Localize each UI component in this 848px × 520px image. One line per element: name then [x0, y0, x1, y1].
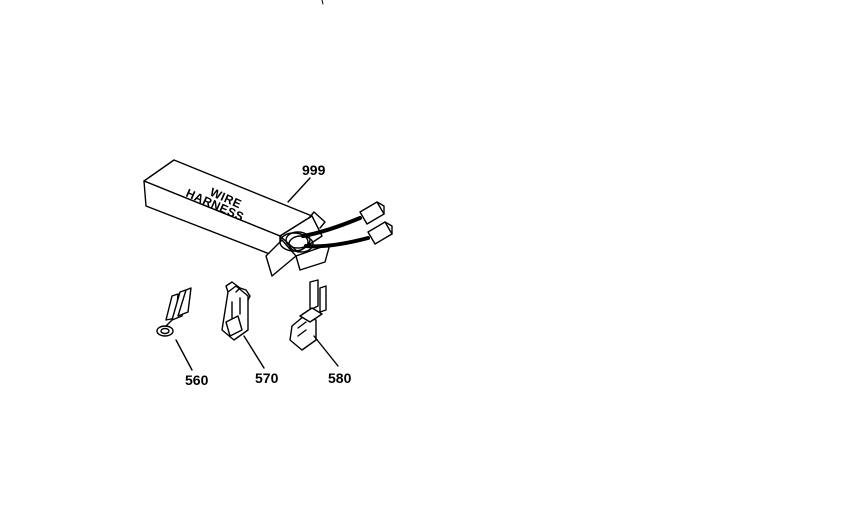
female-terminal-b	[289, 279, 327, 351]
ring-terminal	[156, 287, 192, 337]
lead-connector-upper	[359, 201, 385, 225]
callout-570-leader	[243, 335, 265, 369]
top-tick-mark	[321, 0, 324, 5]
wire-leads	[301, 216, 370, 249]
wire-harness-box: WIRE HARNESS	[143, 159, 331, 277]
callout-560-leader	[175, 339, 193, 371]
lead-connector-lower	[367, 221, 393, 245]
callout-999-leader	[287, 177, 311, 203]
callout-570-label: 570	[255, 370, 279, 386]
callout-560-label: 560	[185, 372, 209, 388]
callout-580-label: 580	[328, 370, 352, 386]
callout-999-label: 999	[302, 162, 326, 178]
callout-580-leader	[313, 335, 339, 367]
female-terminal-a	[221, 281, 251, 341]
